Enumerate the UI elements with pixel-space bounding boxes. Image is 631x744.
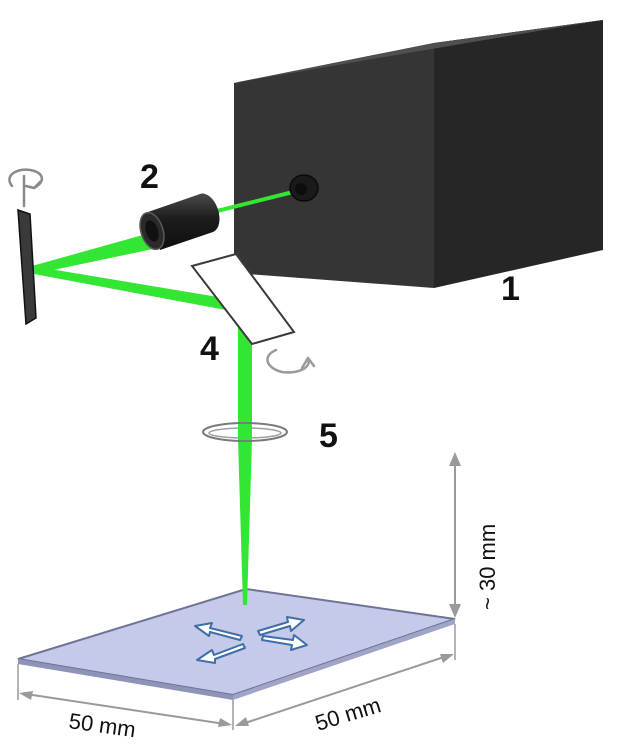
substrate-plate [17, 587, 456, 700]
working-distance-dimension: ~ 30 mm [449, 452, 500, 618]
substrate-width-line [25, 693, 226, 725]
substrate-width-label: 50 mm [67, 708, 137, 742]
laser-side-face [434, 20, 603, 288]
beam-expander-to-mirror-x [32, 233, 153, 274]
substrate-depth-left-arrow [235, 717, 249, 726]
working-distance-top-arrow [449, 452, 461, 466]
substrate-depth-line [241, 655, 448, 725]
scan-mirror-x-rotation-icon [8, 168, 43, 208]
laser-beam-paths [32, 188, 302, 605]
scan-mirror-x [8, 168, 43, 326]
scan-direction-arrows [194, 616, 308, 664]
laser-aperture [289, 174, 319, 202]
substrate-front-edge [18, 659, 233, 700]
substrate-depth-right-arrow [440, 654, 454, 663]
beam-expander-body [148, 193, 220, 250]
scan-arrow-up-right-icon [257, 616, 305, 636]
working-distance-bottom-arrow [449, 604, 461, 618]
beam-focused-to-substrate [238, 440, 252, 605]
beam-mirror-x-to-mirror-y [32, 266, 226, 310]
scan-mirror-y [190, 252, 316, 374]
scan-mirror-x-plate [17, 208, 37, 326]
label-scan-mirror-y: 4 [200, 330, 219, 368]
focusing-lens [202, 422, 288, 442]
beam-expander-front-lens [145, 220, 159, 242]
scan-arrow-up-left-icon [194, 622, 243, 641]
label-beam-expander: 2 [140, 158, 159, 196]
working-distance-label: ~ 30 mm [475, 524, 500, 610]
substrate-width-right-arrow [218, 718, 232, 727]
beam-expander [139, 193, 220, 251]
scan-arrow-down-left-icon [196, 643, 246, 664]
scan-arrow-down-right-icon [261, 634, 308, 651]
scan-mirror-y-rotation-icon [266, 348, 316, 374]
focusing-lens-outer [202, 422, 288, 442]
substrate-width-left-arrow [19, 691, 33, 700]
substrate-depth-label: 50 mm [312, 692, 384, 736]
laser-front-face [234, 43, 434, 288]
beam-laser-to-expander [204, 188, 302, 216]
label-focusing-lens: 5 [319, 417, 338, 455]
scan-mirror-y-plate [190, 252, 296, 346]
laser-source [234, 20, 603, 288]
substrate-side-edge [233, 619, 455, 700]
beam-mirror-y-to-lens [238, 314, 252, 424]
label-laser: 1 [501, 270, 520, 308]
